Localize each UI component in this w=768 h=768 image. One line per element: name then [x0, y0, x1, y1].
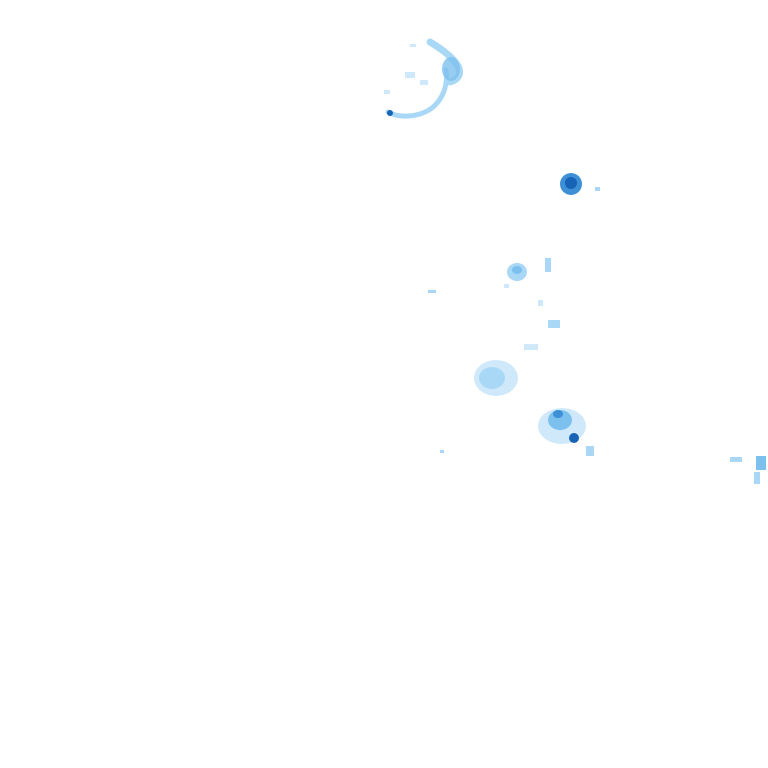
echo-east-edge: [730, 456, 766, 484]
echo-north-arc-speck-c: [384, 90, 390, 94]
echo-east-edge-block: [756, 456, 766, 470]
echo-east-edge-tail: [754, 472, 760, 484]
echo-central-band-b: [524, 344, 538, 350]
echo-central-cluster: [504, 258, 551, 288]
echo-central-cluster-strip: [545, 258, 551, 272]
echo-north-arc-speck-b: [420, 80, 428, 85]
echo-cell-northeast-speck: [595, 187, 600, 191]
echo-central-band-c: [538, 300, 543, 306]
echo-south-cell: [538, 408, 594, 456]
echo-north-arc-dot: [387, 110, 393, 116]
echo-west-patch-core: [479, 367, 505, 389]
echo-west-patch-speck-b: [440, 450, 444, 453]
echo-west-patch-speck-a: [428, 290, 436, 293]
echo-east-edge-bar: [730, 457, 742, 462]
echo-north-arc-speck-d: [410, 44, 416, 47]
echo-north-arc-edge: [385, 67, 449, 119]
echo-cell-northeast-inner: [565, 177, 577, 189]
echo-central-cluster-core: [512, 266, 522, 274]
echo-central-band: [524, 300, 560, 350]
echo-north-arc-core: [442, 57, 460, 81]
echo-south-cell-core: [553, 410, 563, 418]
echo-south-cell-spot: [569, 433, 579, 443]
echo-north-arc: [384, 38, 464, 119]
echo-north-arc-speck-a: [405, 72, 415, 78]
echo-south-cell-tail: [586, 446, 594, 456]
echo-west-patch: [428, 290, 518, 453]
echo-central-cluster-speck: [504, 284, 509, 288]
echo-cell-northeast: [560, 173, 600, 195]
echo-central-band-a: [548, 320, 560, 328]
